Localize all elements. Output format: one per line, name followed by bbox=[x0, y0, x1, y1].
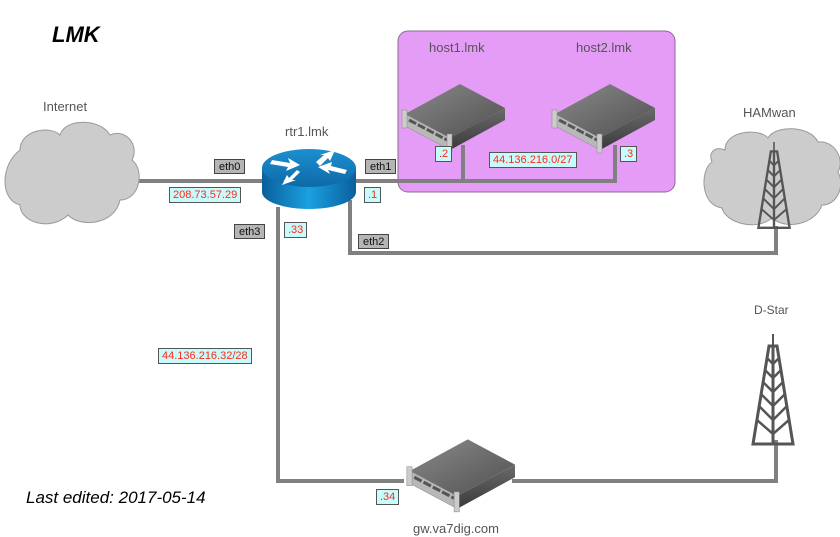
addr-host1: .2 bbox=[435, 146, 453, 162]
router-icon bbox=[262, 149, 356, 209]
cloud-tower-icon bbox=[703, 128, 840, 229]
addr-eth0: 208.73.57.29 bbox=[169, 187, 242, 203]
iface-eth3: eth3 bbox=[234, 224, 266, 239]
cloud-icon bbox=[4, 121, 140, 225]
link-eth1-host2 bbox=[463, 145, 617, 183]
last-edited: Last edited: 2017-05-14 bbox=[26, 488, 206, 507]
link-eth2-hamwan bbox=[348, 200, 778, 255]
lan-group-box bbox=[397, 30, 676, 193]
host1-label: host1.lmk bbox=[429, 40, 485, 55]
iface-eth0: eth0 bbox=[214, 159, 246, 174]
addr-eth1: .1 bbox=[364, 187, 382, 203]
internet-label: Internet bbox=[43, 99, 88, 114]
gateway-server-icon bbox=[405, 437, 517, 514]
links bbox=[132, 145, 778, 483]
iface-eth1: eth1 bbox=[365, 159, 397, 174]
addr-eth3: .33 bbox=[284, 222, 308, 238]
gateway-label: gw.va7dig.com bbox=[413, 521, 499, 536]
dstar-label: D-Star bbox=[754, 303, 789, 317]
diagram-title: LMK bbox=[52, 22, 100, 47]
iface-eth2: eth2 bbox=[358, 234, 390, 249]
hamwan-label: HAMwan bbox=[743, 105, 796, 120]
addr-host2: .3 bbox=[620, 146, 638, 162]
router-label: rtr1.lmk bbox=[285, 124, 329, 139]
dstar-subnet-label: 44.136.216.32/28 bbox=[158, 348, 252, 364]
host2-label: host2.lmk bbox=[576, 40, 632, 55]
addr-gateway: .34 bbox=[376, 489, 400, 505]
lan-subnet-label: 44.136.216.0/27 bbox=[489, 152, 577, 168]
link-eth3-gateway bbox=[276, 207, 404, 483]
link-gateway-dstar bbox=[512, 440, 778, 483]
radio-tower-icon bbox=[751, 332, 795, 446]
